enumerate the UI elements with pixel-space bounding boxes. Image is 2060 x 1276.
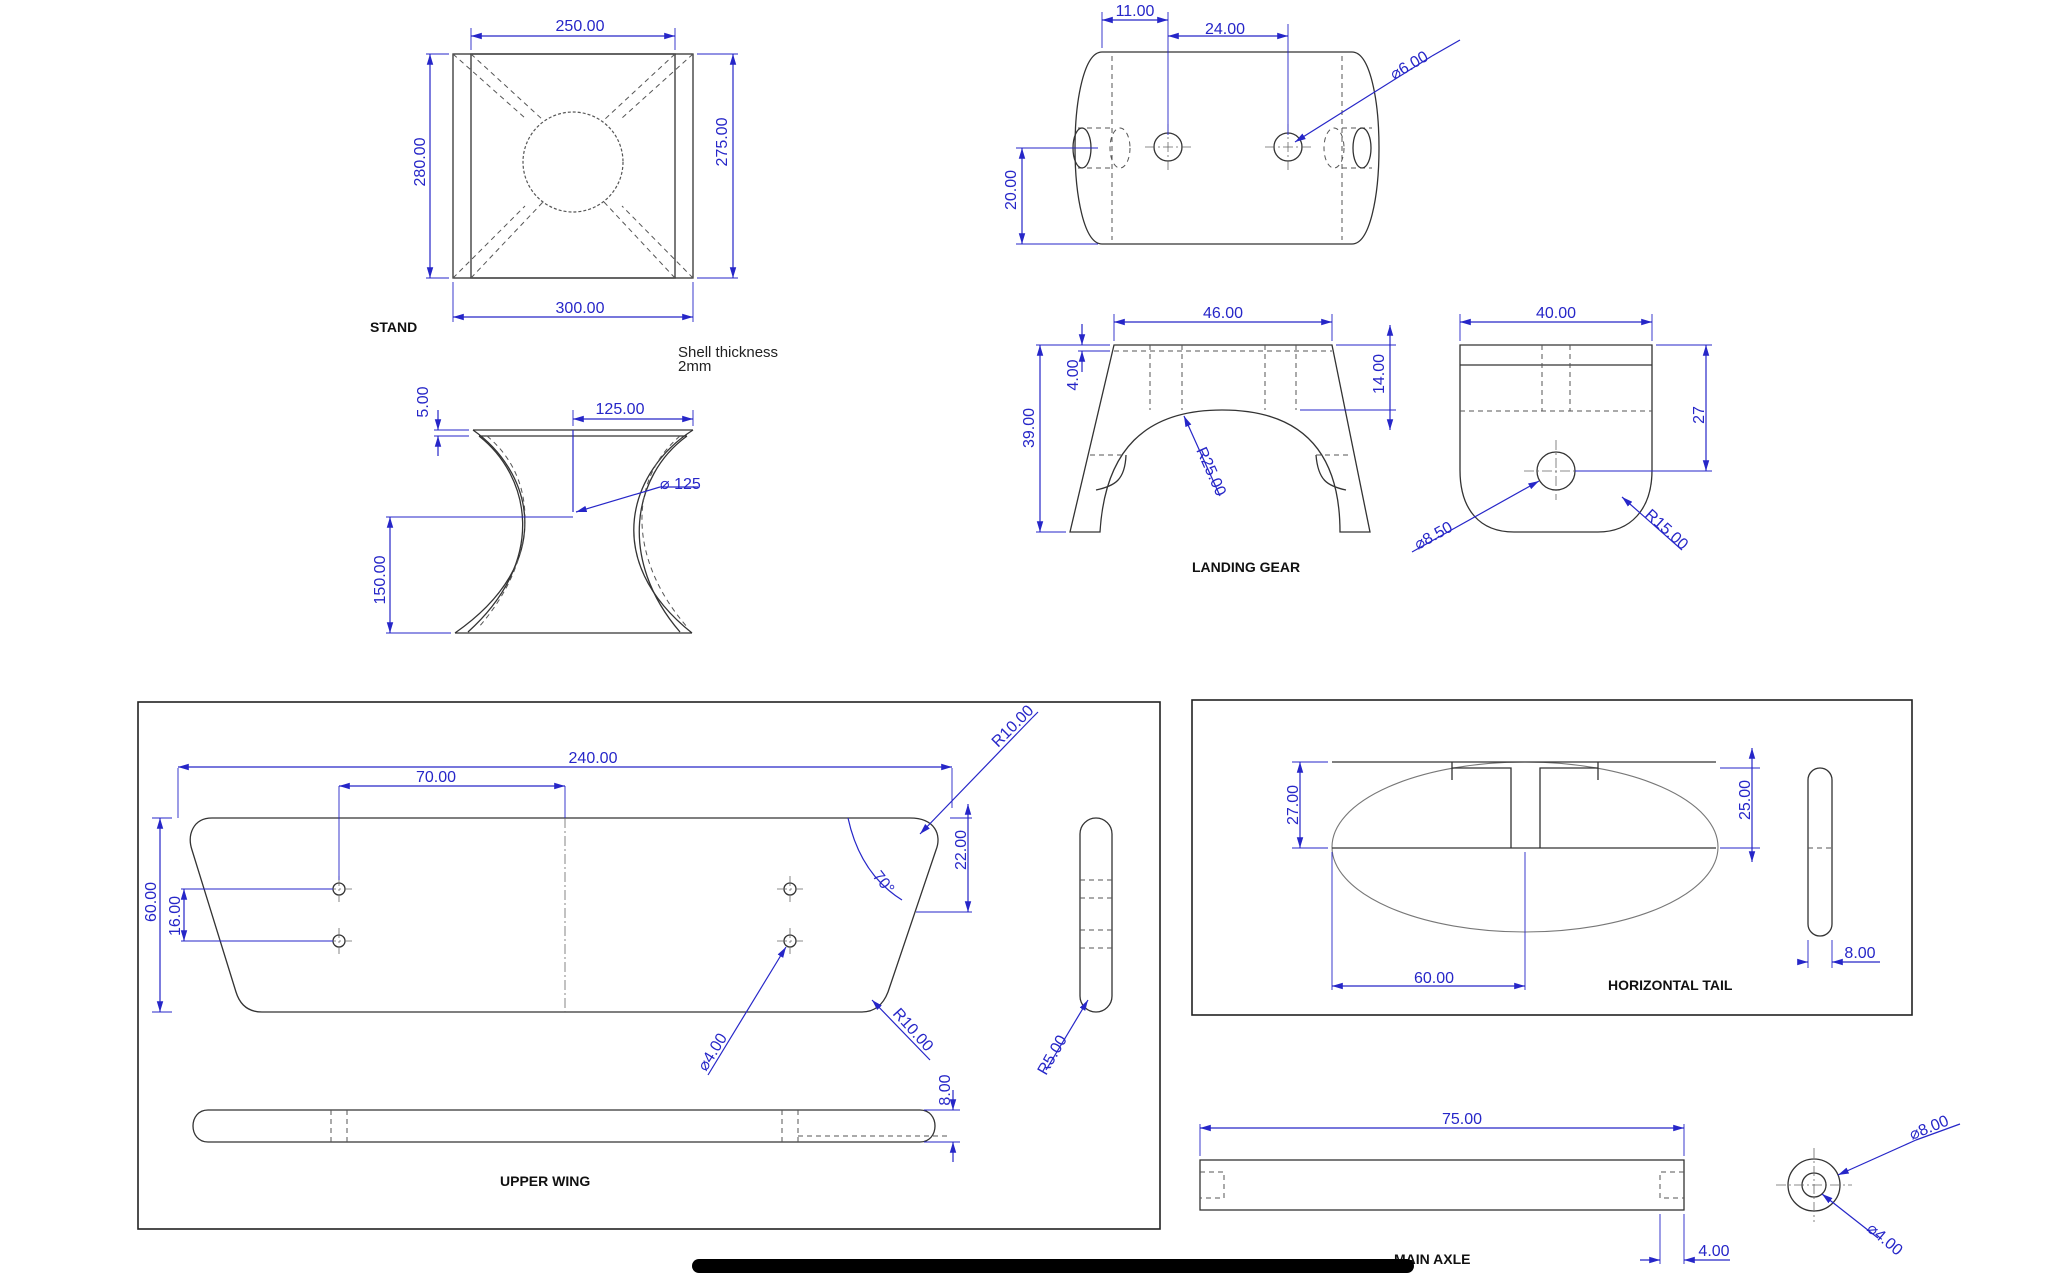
stand-top-thickness-dim: 5.00 [415,386,432,417]
shell-thickness-note-line1: Shell thickness [678,344,778,361]
stand-diameter-dim: ⌀ 125 [660,476,701,493]
horizontal-tail-view: 27.00 25.00 60.00 8.00 HORIZONTAL TAIL [1191,699,1913,1016]
wing-span-dim: 240.00 [569,750,618,767]
landing-gear-side-width-dim: 40.00 [1536,305,1576,322]
stand-center-circle [522,111,624,213]
landing-gear-arch-radius-dim: R25.00 [1192,445,1229,499]
stand-half-width-dim: 125.00 [596,401,645,418]
wheel-offset-dim: 11.00 [1116,3,1155,20]
wheel-height-dim: 20.00 [1003,170,1020,210]
stand-label: STAND [370,319,417,335]
stand-height-dim: 150.00 [372,555,389,604]
stand-height-left-dim: 280.00 [412,137,429,186]
landing-gear-front-view: 46.00 4.00 39.00 14.00 R25.00 LANDING GE… [1021,305,1396,575]
landing-gear-side-height-dim: 27 [1691,406,1708,424]
shell-thickness-note-line2: 2mm [678,358,711,375]
upper-wing-label: UPPER WING [500,1173,590,1189]
landing-gear-corner-radius-dim: R15.00 [1641,506,1691,553]
stand-bottom-width-dim: 300.00 [556,300,605,317]
landing-gear-top-thickness-dim: 4.00 [1065,359,1082,390]
stand-front-view: 5.00 125.00 ⌀ 125 150.00 [372,386,701,634]
wheel-spacing-dim: 24.00 [1205,21,1245,38]
tail-half-span-dim: 60.00 [1414,970,1454,987]
wing-thickness-dim: 8.00 [937,1074,954,1105]
wing-hole-offset-dim: 70.00 [416,769,456,786]
main-axle-view: 75.00 4.00 MAIN AXLE ⌀8.00 ⌀4.00 [1199,1111,1961,1267]
wing-hole-spacing-dim: 16.00 [167,896,184,936]
wing-bottom-radius-dim: R10.00 [889,1005,936,1055]
stand-top-view: 250.00 300.00 280.00 275.00 STAND Shell … [370,18,778,375]
wing-holes [326,876,803,954]
stand-top-width-dim: 250.00 [556,18,605,35]
home-indicator-bar[interactable] [692,1259,1414,1273]
wing-top-radius-dim: R10.00 [989,702,1038,751]
wing-end-radius-dim: R5.00 [1035,1032,1071,1078]
axle-bore-depth-dim: 4.00 [1698,1243,1729,1260]
wing-chord-dim: 60.00 [143,882,160,922]
axle-length-dim: 75.00 [1442,1111,1482,1128]
landing-gear-label: LANDING GEAR [1192,559,1300,575]
wheel-hole-diameter-dim: ⌀6.00 [1388,48,1432,83]
horizontal-tail-label: HORIZONTAL TAIL [1608,977,1733,993]
tail-height-left-dim: 27.00 [1285,785,1302,825]
landing-gear-height-dim: 39.00 [1021,408,1038,448]
wing-hole-diameter-dim: ⌀4.00 [695,1030,731,1074]
landing-gear-hole-diameter-dim: ⌀8.50 [1412,519,1456,554]
landing-gear-side-view: 40.00 27 ⌀8.50 R15.00 [1412,305,1712,554]
axle-inner-diameter-dim: ⌀4.00 [1863,1220,1905,1259]
axle-outer-diameter-dim: ⌀8.00 [1907,1113,1951,1144]
tail-thickness-dim: 8.00 [1844,945,1875,962]
landing-gear-top-width-dim: 46.00 [1203,305,1243,322]
tail-height-right-dim: 25.00 [1737,780,1754,820]
landing-gear-slot-depth-dim: 14.00 [1371,354,1388,394]
stand-height-right-dim: 275.00 [714,117,731,166]
wing-edge-height-dim: 22.00 [953,830,970,870]
upper-wing-view: 240.00 70.00 60.00 16.00 22.00 70° R10.0… [137,701,1161,1230]
wheel-top-view: 11.00 24.00 ⌀6.00 20.00 [1003,3,1461,245]
